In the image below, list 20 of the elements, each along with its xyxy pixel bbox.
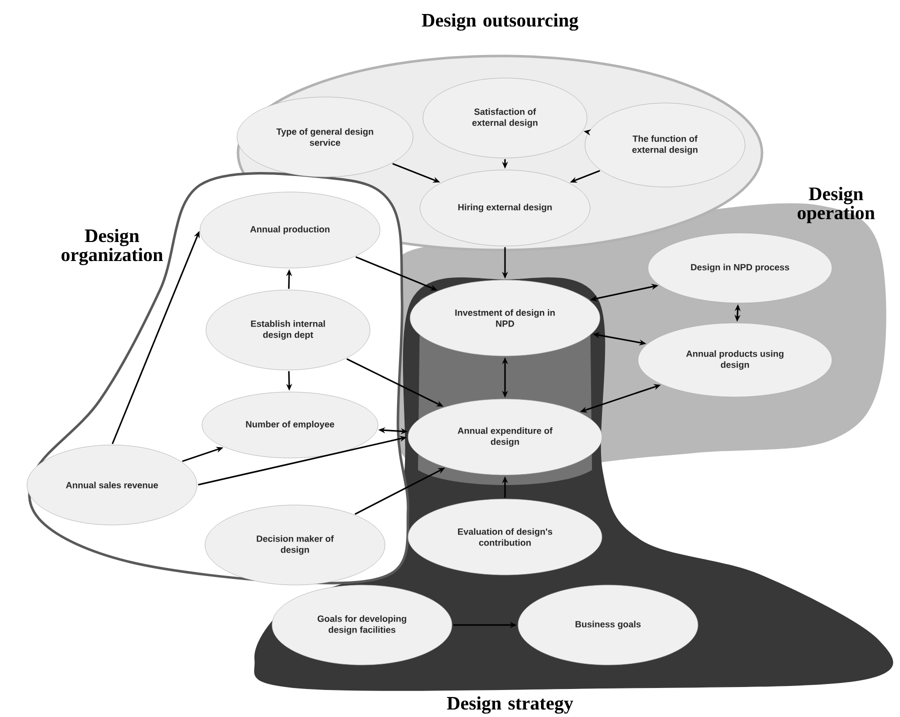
ellipse-node: Number of employee xyxy=(202,392,378,458)
ellipse-node: Hiring external design xyxy=(420,170,590,246)
ellipse-node: Establish internal design dept xyxy=(206,290,370,370)
ellipse-node: Satisfaction of external design xyxy=(422,78,588,158)
ellipse-node: Business goals xyxy=(518,584,698,666)
ellipse-node: Annual expenditure of design xyxy=(408,398,602,476)
ellipse-node: Annual sales revenue xyxy=(26,444,198,526)
ellipse-node: Design in NPD process xyxy=(648,232,832,304)
ellipse-node: Type of general design service xyxy=(236,96,414,178)
ellipse-node: Annual products using design xyxy=(638,322,832,398)
ellipse-node: Goals for developing design facilities xyxy=(272,584,452,666)
region-heading: Design strategy xyxy=(447,696,574,714)
ellipse-node: Decision maker of design xyxy=(204,504,386,586)
region-heading: Design outsourcing xyxy=(422,13,578,31)
ellipse-node: Evaluation of design's contribution xyxy=(408,498,602,576)
ellipse-node: The function of external design xyxy=(584,102,746,188)
region-heading: Design operation xyxy=(798,186,875,224)
region-heading: Design organization xyxy=(62,228,163,266)
ellipse-node: Investment of design in NPD xyxy=(410,280,600,356)
ellipse-node: Annual production xyxy=(200,192,380,268)
